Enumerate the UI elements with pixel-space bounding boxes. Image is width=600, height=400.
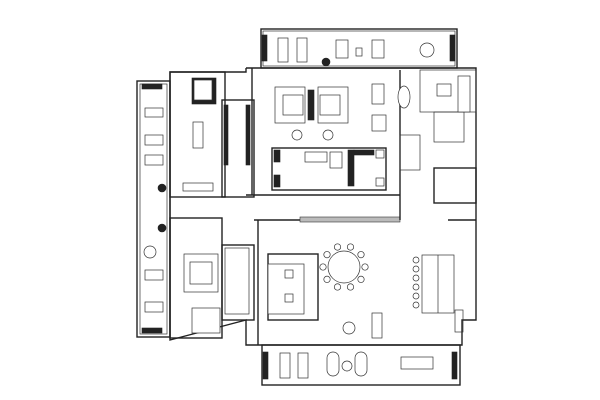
chair: [361, 263, 369, 271]
bathroom-center: [271, 147, 387, 191]
bar-stool: [412, 301, 420, 309]
chair: [323, 251, 331, 259]
bed: [189, 261, 213, 285]
master-suite: [274, 86, 349, 141]
balcony-top: [260, 28, 458, 69]
chair: [319, 263, 327, 271]
exterior-walls: [169, 67, 477, 346]
round-dining-table: [327, 250, 361, 284]
bathroom-right: [371, 83, 421, 171]
bedroom-upper-left: [182, 77, 251, 192]
bar-stool: [412, 292, 420, 300]
chair: [346, 243, 355, 251]
kitchen: [419, 69, 477, 143]
chair: [357, 275, 365, 283]
bar-stool: [412, 274, 420, 282]
chair: [323, 275, 331, 283]
dining-table-outdoor: [400, 356, 434, 370]
chair: [346, 283, 355, 291]
dining-room: [319, 243, 464, 339]
bar-stool: [412, 256, 420, 264]
chair: [357, 251, 365, 259]
balcony-left: [136, 80, 171, 338]
round-table-top: [419, 42, 435, 58]
chair: [333, 283, 342, 291]
bedroom-lower-center: [267, 253, 319, 321]
bedroom-lower-left: [183, 247, 250, 334]
chair: [333, 243, 342, 251]
bar-stool: [412, 265, 420, 273]
bar-stool: [412, 283, 420, 291]
balcony-bottom: [261, 344, 461, 386]
